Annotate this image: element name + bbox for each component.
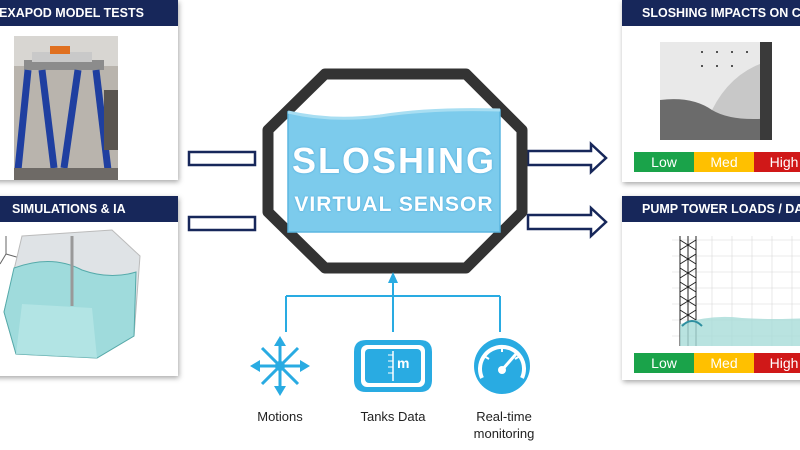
- caption-motions: Motions: [257, 409, 303, 424]
- tank-unit-glyph: m: [397, 355, 410, 371]
- input-arrow-top: [187, 150, 257, 167]
- impacts-photo: [660, 42, 772, 140]
- pump-risk-scale: Low Med High: [634, 353, 800, 373]
- scale-high: High: [754, 152, 800, 172]
- hexapod-panel: HEXAPOD MODEL TESTS: [0, 0, 178, 180]
- input-arrow-bottom: [187, 215, 257, 232]
- impacts-panel: SLOSHING IMPACTS ON CONTAINMENT Low Med …: [622, 0, 800, 182]
- scale-high: High: [754, 353, 800, 373]
- caption-realtime-monitoring: Real-time monitoring: [473, 409, 535, 441]
- hexapod-photo: [14, 36, 118, 180]
- simulations-panel-title: SIMULATIONS & IA: [0, 196, 178, 222]
- sensor-subtitle: VIRTUAL SENSOR: [294, 193, 494, 216]
- output-arrow-top: [526, 141, 608, 175]
- sensor-title: SLOSHING: [291, 140, 496, 181]
- pump-panel-title: PUMP TOWER LOADS / DAMAGE: [622, 196, 800, 222]
- hexapod-panel-title: HEXAPOD MODEL TESTS: [0, 0, 178, 26]
- pump-panel: PUMP TOWER LOADS / DAMAGE Low Med High: [622, 196, 800, 380]
- output-arrow-bottom: [526, 205, 608, 239]
- compass-arrows-icon: [250, 336, 310, 396]
- tank-gauge-icon: [354, 340, 432, 392]
- impacts-risk-scale: Low Med High: [634, 152, 800, 172]
- impacts-panel-title: SLOSHING IMPACTS ON CONTAINMENT: [622, 0, 800, 26]
- simulation-tank-render: [0, 229, 141, 359]
- scale-low: Low: [634, 152, 694, 172]
- speedometer-icon: [474, 338, 530, 394]
- scale-med: Med: [694, 353, 754, 373]
- pump-tower-render: [672, 236, 800, 346]
- scale-med: Med: [694, 152, 754, 172]
- caption-tanks-data: Tanks Data: [360, 409, 426, 424]
- simulations-panel: SIMULATIONS & IA: [0, 196, 178, 376]
- scale-low: Low: [634, 353, 694, 373]
- input-connectors: [285, 280, 501, 332]
- connector-arrowhead: [388, 272, 398, 283]
